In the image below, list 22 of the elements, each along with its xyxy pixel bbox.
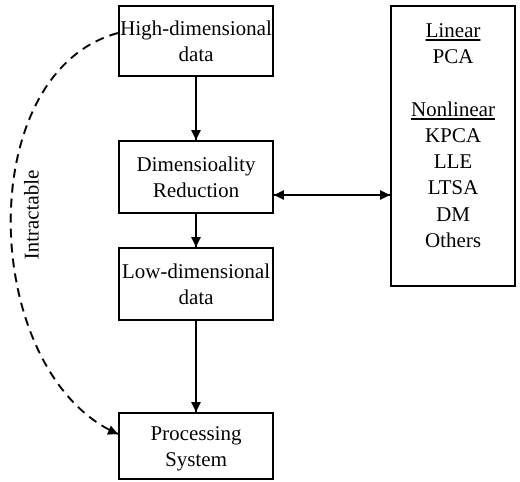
method-name: DM [436,200,470,227]
method-name: PCA [432,43,474,70]
method-name: KPCA [424,122,482,148]
dashed-arrow [10,32,119,435]
method-name: LTSA [428,174,478,200]
arrow [191,214,201,247]
method-list-box [390,5,516,287]
method-name: LLE [434,148,472,174]
process-box [118,140,274,214]
arrow [191,77,201,140]
process-box [118,5,274,77]
box-label: Dimensioality Reduction [136,150,256,204]
method-name: Others [425,226,481,253]
box-label: Low-dimensional data [120,258,272,310]
category-heading: Nonlinear [411,96,495,122]
process-box [118,412,274,480]
process-box [118,247,274,321]
box-label: High-dimensional data [120,14,272,68]
category-heading: Linear [426,17,480,44]
arrow [191,321,201,412]
double-arrow [274,190,390,200]
box-label: Processing System [150,420,242,472]
